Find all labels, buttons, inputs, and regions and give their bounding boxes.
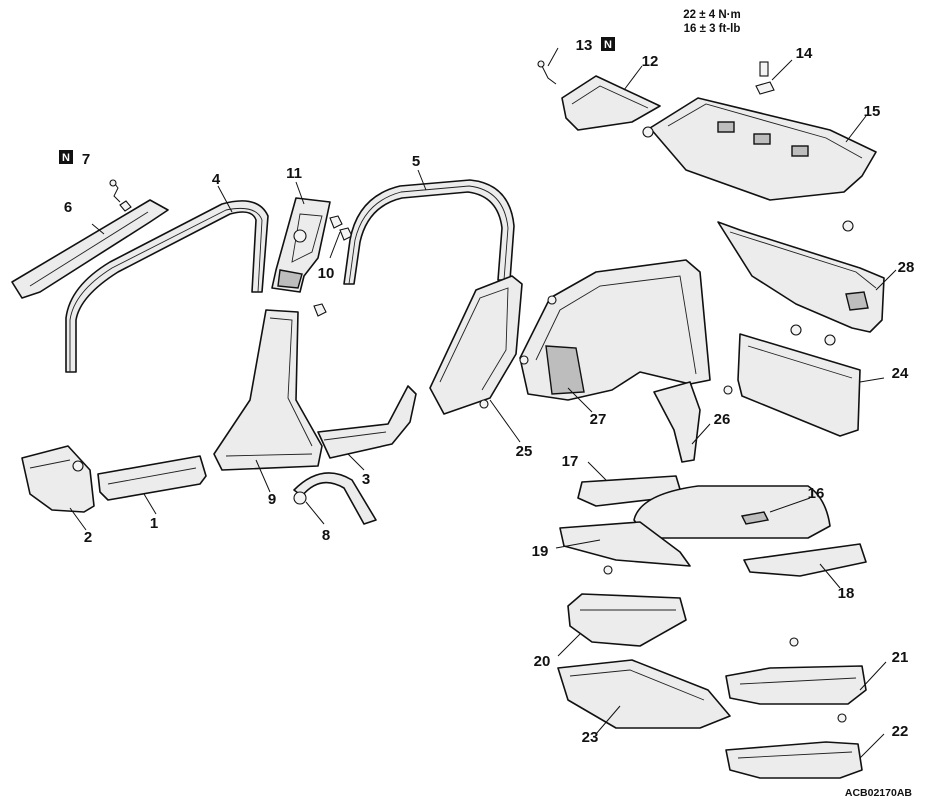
callout-11: 11: [286, 165, 302, 182]
callout-2: 2: [84, 529, 92, 546]
part-23-tray: [557, 659, 731, 729]
part-20-tray: [567, 565, 687, 647]
torque-line-1: 22 ± 4 N·m: [683, 9, 740, 21]
callout-5: 5: [412, 153, 420, 170]
part-12-roof-side-trim: [561, 75, 661, 131]
callout-14: 14: [796, 45, 813, 62]
part-10-clips: [313, 215, 353, 317]
part-25-quarter-trim: [429, 275, 523, 415]
part-2-cowl-trim: [21, 445, 95, 513]
part-18-mat: [743, 543, 867, 577]
part-15-package-tray: [642, 97, 877, 201]
part-8-seatbelt: [293, 472, 377, 525]
part-3-scuff-plate: [317, 385, 417, 459]
torque-line-2: 16 ± 3 ft-lb: [684, 23, 741, 35]
callout-3: 3: [362, 471, 370, 488]
callout-25: 25: [516, 443, 533, 460]
reference-code: ACB02170AB: [845, 787, 913, 799]
callout-7: 7: [82, 151, 90, 168]
part-11-pillar-upper-trim: [271, 197, 331, 293]
badge-n-13: N: [601, 37, 615, 51]
part-22-tray: [725, 713, 863, 779]
part-26-panel: [653, 381, 701, 463]
callout-9: 9: [268, 491, 276, 508]
callout-23: 23: [582, 729, 599, 746]
leader-lines: [69, 47, 897, 759]
part-28-trunk-side-trim: [717, 220, 885, 346]
callout-13: 13: [576, 37, 593, 54]
callout-19: 19: [532, 543, 549, 560]
part-4-weatherstrip: [65, 200, 269, 373]
callout-20: 20: [534, 653, 551, 670]
callout-labels: 1 2 3 4 5 6 7 8 9 10 11 12 13 14 15 16 1…: [64, 37, 915, 746]
part-1-scuff-plate: [97, 455, 207, 501]
part-5-weatherstrip: [343, 179, 515, 285]
callout-12: 12: [642, 53, 659, 70]
badge-n-7-text: N: [62, 152, 70, 164]
part-6-front-pillar-trim: [11, 199, 169, 299]
callout-22: 22: [892, 723, 909, 740]
callout-18: 18: [838, 585, 855, 602]
part-21-tray: [725, 637, 867, 705]
callout-26: 26: [714, 411, 731, 428]
callout-24: 24: [892, 365, 909, 382]
part-27-trunk-side-trim: [519, 259, 711, 401]
torque-spec: 22 ± 4 N·m 16 ± 3 ft-lb: [683, 9, 740, 35]
badge-n-7: N: [59, 150, 73, 164]
badge-n-13-text: N: [604, 39, 612, 51]
part-16-trunk-floor-mat: [633, 485, 831, 539]
callout-10: 10: [318, 265, 335, 282]
callout-4: 4: [212, 171, 221, 188]
callout-21: 21: [892, 649, 909, 666]
part-14-bolt: [755, 61, 775, 95]
callout-8: 8: [322, 527, 330, 544]
callout-6: 6: [64, 199, 72, 216]
part-9-pillar-lower-trim: [213, 309, 323, 471]
callout-15: 15: [864, 103, 881, 120]
callout-27: 27: [590, 411, 607, 428]
callout-16: 16: [808, 485, 825, 502]
callout-28: 28: [898, 259, 915, 276]
callout-1: 1: [150, 515, 158, 532]
part-13-clip: [537, 60, 557, 85]
part-19-mat: [559, 521, 691, 567]
callout-17: 17: [562, 453, 579, 470]
part-24-trunk-end-trim: [723, 333, 861, 437]
part-7-clip: [109, 179, 121, 203]
